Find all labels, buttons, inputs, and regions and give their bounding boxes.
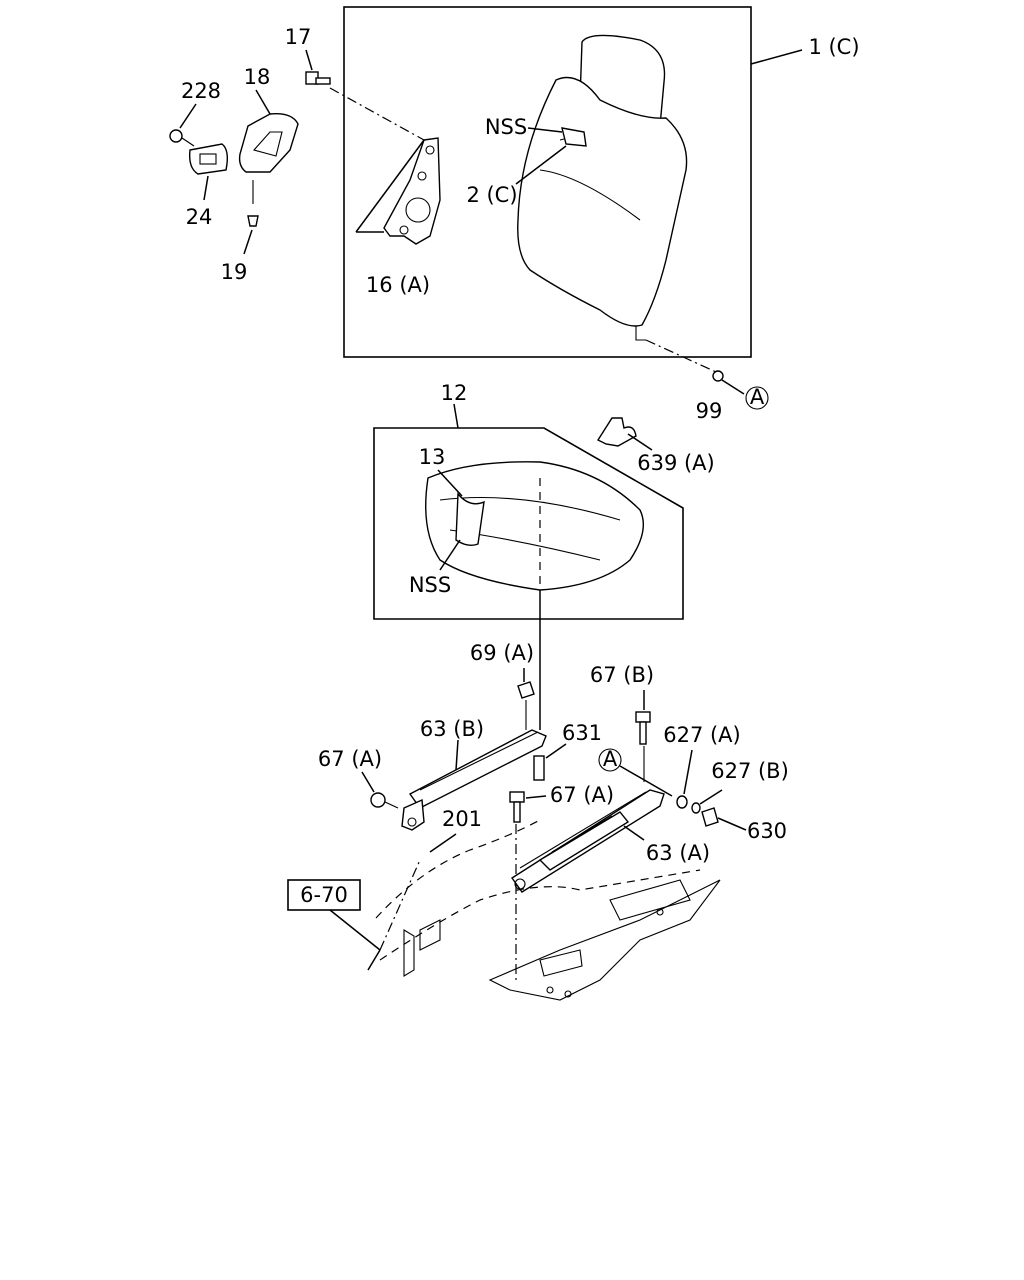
leader-639a (627, 433, 653, 451)
label-17: 17 (285, 25, 312, 49)
leader-627b (699, 789, 723, 805)
label-12: 12 (441, 381, 468, 405)
bolt-67a-mid (509, 791, 525, 823)
washer-627a (676, 795, 688, 809)
label-ref-a-top: A (750, 385, 765, 409)
leader-12 (453, 403, 459, 429)
label-ref-a-bottom: A (603, 747, 618, 771)
screw-228 (169, 129, 195, 147)
label-627b: 627 (B) (711, 759, 789, 783)
leader-67a-mid (525, 795, 547, 799)
leader-201 (429, 833, 457, 853)
label-67a-left: 67 (A) (318, 747, 382, 771)
leader-63b (455, 739, 459, 771)
leader-18 (255, 89, 271, 115)
leader-228 (179, 103, 197, 129)
label-630: 630 (747, 819, 787, 843)
label-63b: 63 (B) (420, 717, 484, 741)
recliner-knob-24 (188, 143, 229, 175)
washer-99 (712, 370, 724, 382)
bolt-67b (635, 711, 651, 745)
label-13: 13 (419, 445, 446, 469)
ref-circle-a-bottom (598, 748, 622, 772)
leader-99-dash (645, 339, 717, 373)
leader-63a (623, 825, 645, 841)
washer-627b (691, 802, 701, 814)
label-16a: 16 (A) (366, 273, 430, 297)
label-69a: 69 (A) (470, 641, 534, 665)
seat-back-assembly (517, 34, 688, 341)
label-19: 19 (221, 260, 248, 284)
seat-cushion-shape (425, 461, 644, 591)
label-1c: 1 (C) (808, 35, 859, 59)
label-201: 201 (442, 807, 482, 831)
leader-24 (203, 175, 209, 201)
slide-rail-63b (401, 729, 547, 831)
leader-nss-cushion (439, 539, 461, 571)
seat-back-group-box (343, 6, 752, 358)
leader-631 (545, 743, 567, 759)
leader-630 (717, 817, 747, 831)
label-631: 631 (562, 721, 602, 745)
label-228: 228 (181, 79, 221, 103)
recliner-plate (383, 137, 441, 245)
seat-cushion-group-box (373, 427, 684, 620)
label-639a: 639 (A) (637, 451, 715, 475)
leader-627a (683, 749, 693, 795)
leader-13 (437, 469, 463, 497)
ref-6-70-box (287, 879, 361, 911)
label-99: 99 (696, 399, 723, 423)
ref-circle-a-top (745, 386, 769, 410)
recliner-cover-18 (238, 113, 299, 173)
leader-1c (750, 49, 803, 65)
label-2c: 2 (C) (466, 183, 517, 207)
label-67b: 67 (B) (590, 663, 654, 687)
nut-69a (517, 681, 535, 699)
recliner-bracket (355, 137, 441, 245)
leader-67a-left (361, 771, 375, 793)
seat-cushion-assembly (425, 461, 644, 591)
leader-19 (243, 229, 253, 255)
seat-back-seam (539, 169, 641, 221)
leader-17-dash (329, 87, 425, 141)
leader-17 (305, 49, 313, 71)
label-ref-6-70: 6-70 (300, 883, 348, 907)
label-nss-back: NSS (485, 115, 527, 139)
screw-19 (247, 180, 259, 227)
label-63a: 63 (A) (646, 841, 710, 865)
label-nss-cushion: NSS (409, 573, 451, 597)
nss-strap-back (561, 127, 587, 147)
label-67a-mid: 67 (A) (550, 783, 614, 807)
label-18: 18 (244, 65, 271, 89)
bolt-631 (533, 755, 545, 781)
label-627a: 627 (A) (663, 723, 741, 747)
nss-strap-cushion (455, 492, 485, 547)
label-24: 24 (186, 205, 213, 229)
bolt-17 (305, 71, 331, 85)
floor-panel-201 (375, 819, 721, 1001)
nut-630 (701, 807, 719, 827)
clip-639a (596, 417, 637, 447)
bolt-67a-left (370, 792, 399, 809)
